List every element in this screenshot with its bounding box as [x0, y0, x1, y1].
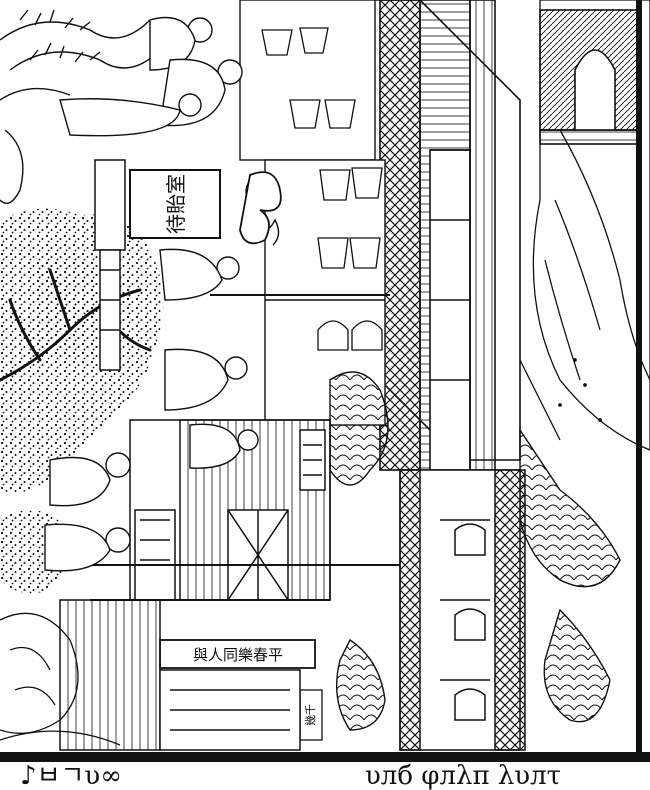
print-border	[0, 0, 650, 762]
figure-seated-guest	[164, 348, 248, 411]
figures	[44, 16, 259, 572]
stone-pillar	[94, 159, 126, 371]
caption-left: ♪ㅂㄱυ∞	[20, 761, 122, 790]
small-label: 幾千	[299, 689, 323, 741]
pine-tree	[0, 9, 161, 204]
caption-strip: ♪ㅂㄱυ∞ υлб φлλπ λυлτ	[20, 761, 561, 790]
moon-gate	[539, 9, 641, 145]
small-label-text: 幾千	[304, 704, 317, 726]
figure-servant-left	[49, 452, 131, 507]
lower-pavilion	[399, 469, 526, 751]
horizontal-board-text: 與人同樂春平	[193, 646, 283, 664]
horizontal-board: 與人同樂春平	[159, 639, 316, 669]
vertical-plaque: 待貽室	[129, 169, 221, 239]
lower-left-pavilion	[59, 599, 301, 751]
hanging-lanterns	[261, 27, 383, 351]
figure-kneeling	[59, 93, 202, 137]
plaque-scroll-ornament	[239, 171, 282, 245]
figure-attendant-top	[149, 16, 213, 71]
courtyard-building	[129, 419, 331, 601]
figure-crouching	[44, 523, 131, 572]
figure-in-doorway	[189, 423, 259, 469]
figure-seated-reader	[159, 248, 240, 301]
caption-right: υлб φлλπ λυлτ	[365, 761, 561, 790]
vertical-plaque-text: 待貽室	[164, 174, 188, 234]
